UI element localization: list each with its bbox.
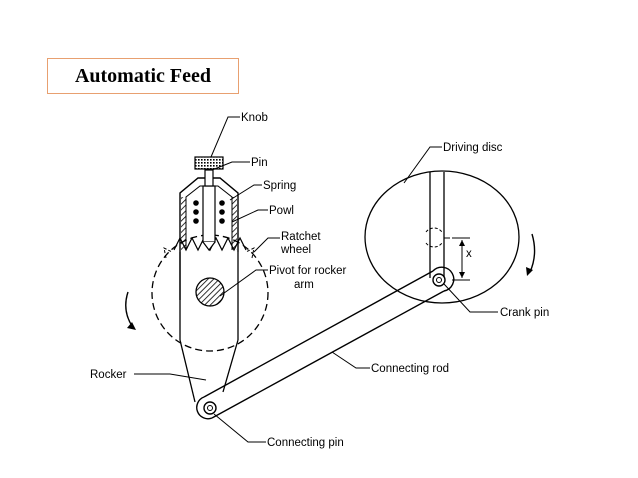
connecting-rod bbox=[196, 266, 455, 420]
driving-disc bbox=[364, 170, 520, 304]
ratchet-wheel-label-1: Ratchet bbox=[281, 231, 321, 243]
crank-pin bbox=[432, 273, 446, 287]
crank-pin-label: Crank pin bbox=[500, 307, 549, 319]
disc-rotation-arrow bbox=[526, 233, 536, 276]
pivot-label-2: arm bbox=[294, 279, 314, 291]
ratchet-wheel-label-2: wheel bbox=[280, 244, 311, 256]
page-title: Automatic Feed bbox=[47, 58, 239, 94]
pin-label: Pin bbox=[251, 157, 268, 169]
knob bbox=[194, 156, 224, 170]
connecting-rod-label: Connecting rod bbox=[371, 363, 449, 375]
x-label: x bbox=[466, 248, 472, 260]
spring bbox=[193, 200, 225, 224]
connecting-pin bbox=[203, 401, 217, 415]
connecting-pin-label: Connecting pin bbox=[267, 437, 344, 449]
powl-label: Powl bbox=[269, 205, 294, 217]
leader-lines bbox=[134, 116, 498, 443]
driving-disc-label: Driving disc bbox=[443, 142, 503, 154]
pivot-for-rocker-arm bbox=[195, 277, 225, 307]
pin bbox=[204, 169, 214, 187]
spring-label: Spring bbox=[263, 180, 296, 192]
rocker bbox=[179, 252, 239, 403]
rocker-label: Rocker bbox=[90, 369, 127, 381]
pivot-label-1: Pivot for rocker bbox=[269, 265, 346, 277]
x-dimension bbox=[452, 237, 470, 281]
knob-label: Knob bbox=[241, 112, 268, 124]
rocker-rotation-arrow bbox=[125, 291, 136, 330]
